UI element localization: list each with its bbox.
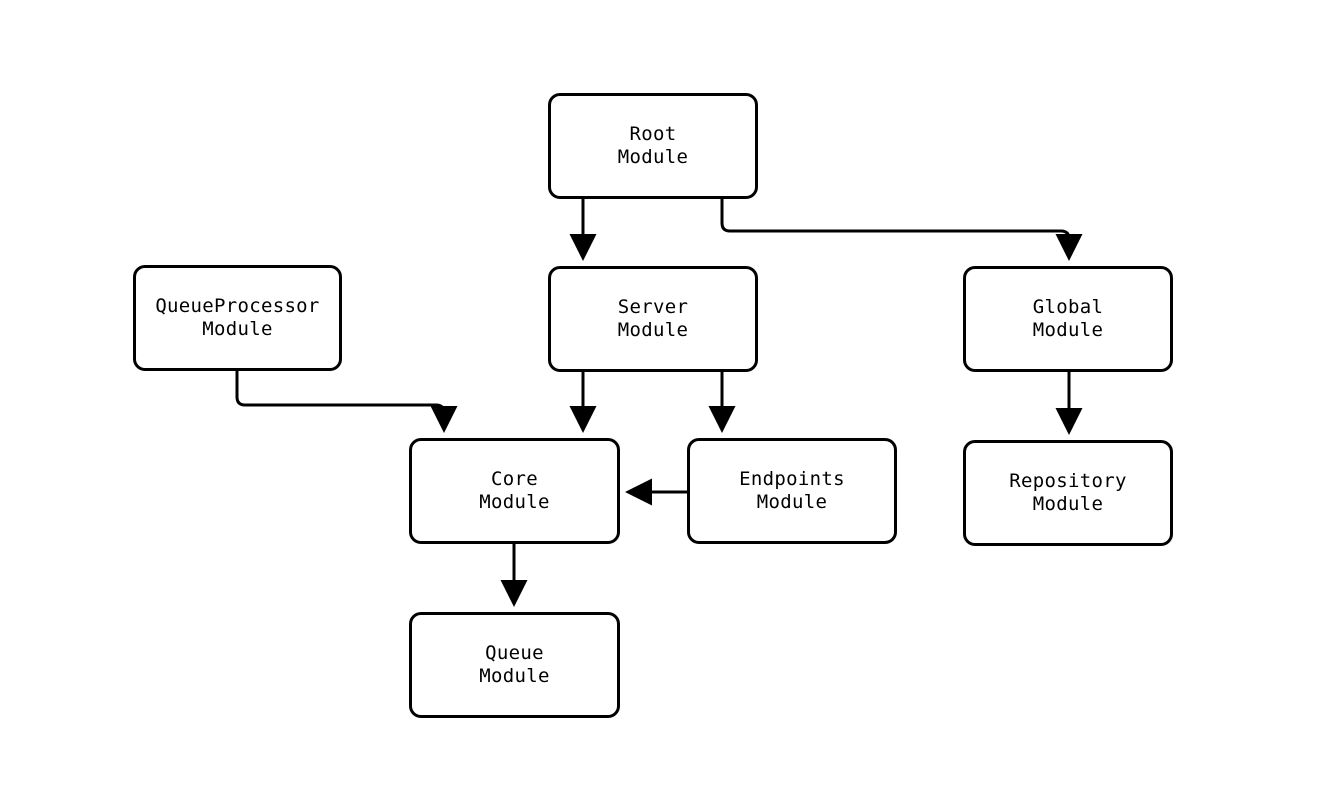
node-queue-module-suffix: Module — [479, 665, 550, 687]
node-core-module-suffix: Module — [479, 491, 550, 513]
node-core-module[interactable]: Core Module — [409, 438, 620, 544]
node-server-module[interactable]: Server Module — [548, 266, 758, 372]
node-endpoints-module-suffix: Module — [756, 491, 828, 513]
node-queueprocessor-module-name: QueueProcessor — [155, 295, 320, 317]
node-queueprocessor-module[interactable]: QueueProcessor Module — [133, 265, 342, 371]
node-queue-module-name: Queue — [485, 642, 544, 664]
node-server-module-name: Server — [617, 296, 689, 318]
node-queueprocessor-module-suffix: Module — [202, 318, 273, 340]
node-queue-module[interactable]: Queue Module — [409, 612, 620, 718]
node-global-module-suffix: Module — [1032, 319, 1104, 341]
node-endpoints-module[interactable]: Endpoints Module — [687, 438, 897, 544]
node-global-module-name: Global — [1032, 296, 1104, 318]
node-root-module-suffix: Module — [617, 146, 689, 168]
node-root-module[interactable]: Root Module — [548, 93, 758, 199]
node-core-module-name: Core — [491, 468, 538, 490]
node-repository-module-suffix: Module — [1032, 493, 1104, 515]
node-global-module[interactable]: Global Module — [963, 266, 1173, 372]
node-endpoints-module-name: Endpoints — [739, 468, 845, 490]
node-repository-module-name: Repository — [1009, 470, 1127, 492]
edge-root-global — [720, 199, 1083, 261]
node-root-module-name: Root — [629, 123, 677, 145]
edge-queueprocessor-core — [235, 371, 458, 433]
node-server-module-suffix: Module — [617, 319, 689, 341]
node-repository-module[interactable]: Repository Module — [963, 440, 1173, 546]
